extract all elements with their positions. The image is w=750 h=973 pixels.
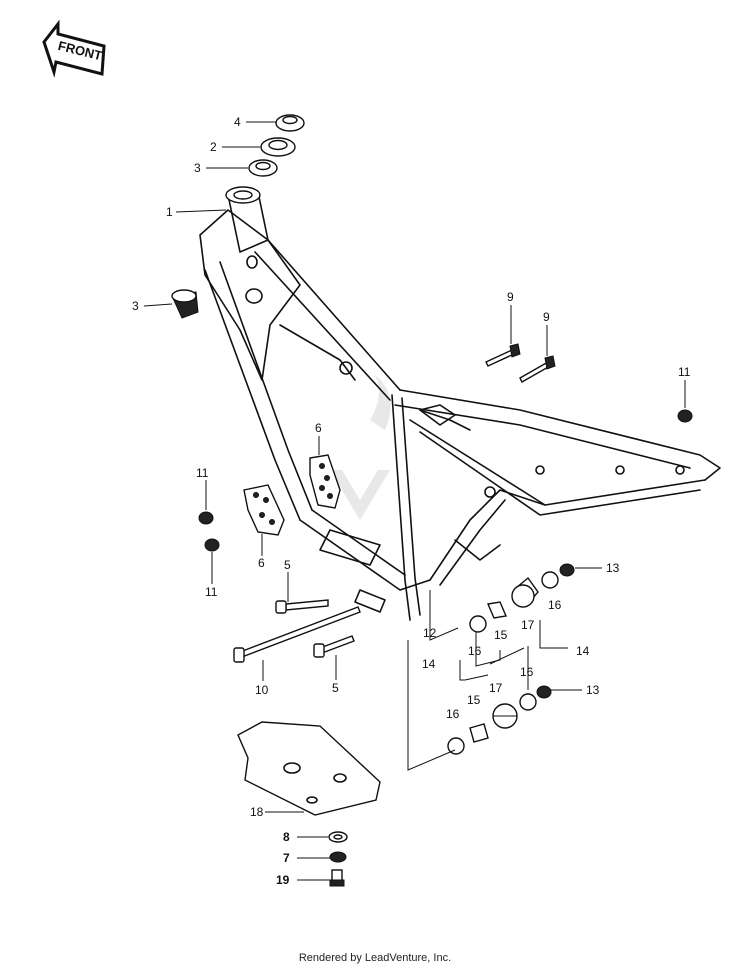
bushing-17-a bbox=[511, 576, 539, 608]
bearing-upper-part bbox=[248, 159, 278, 177]
bolt-5-a bbox=[275, 599, 329, 614]
callout-11-c: 11 bbox=[205, 585, 218, 599]
callout-16-d: 16 bbox=[520, 665, 534, 679]
nut-11-a bbox=[677, 409, 693, 423]
plate-6-a bbox=[309, 454, 341, 509]
callout-6-a: 6 bbox=[315, 421, 322, 435]
front-arrow: FRONT bbox=[42, 19, 106, 78]
callout-16-a: 16 bbox=[548, 598, 562, 612]
callout-labels: 4 2 3 1 3 9 9 11 6 11 6 11 5 13 16 12 16… bbox=[132, 115, 691, 887]
callout-17-b: 17 bbox=[489, 681, 503, 695]
callout-9-b: 9 bbox=[543, 310, 550, 324]
callout-15-a: 15 bbox=[494, 628, 508, 642]
nut-13-b bbox=[536, 685, 552, 699]
callout-6-b: 6 bbox=[258, 556, 265, 570]
callout-2: 2 bbox=[210, 140, 217, 154]
callout-1: 1 bbox=[166, 205, 173, 219]
plate-6-b bbox=[243, 484, 285, 536]
callout-15-b: 15 bbox=[467, 693, 481, 707]
nut-7 bbox=[329, 851, 347, 863]
callout-14-a: 14 bbox=[576, 644, 590, 658]
washer-8 bbox=[328, 831, 348, 843]
nut-13-a bbox=[559, 563, 575, 577]
skid-plate-18 bbox=[237, 721, 381, 816]
bolt-5-b bbox=[313, 635, 355, 658]
callout-17-a: 17 bbox=[521, 618, 535, 632]
collar-16-c bbox=[447, 737, 465, 755]
callout-8: 8 bbox=[283, 830, 290, 844]
callout-19: 19 bbox=[276, 873, 290, 887]
spacer-15-b bbox=[469, 723, 489, 743]
bolt-19 bbox=[329, 869, 345, 887]
nut-11-c bbox=[204, 538, 220, 552]
bolt-9-a bbox=[485, 343, 521, 367]
callout-5-b: 5 bbox=[332, 681, 339, 695]
callout-4: 4 bbox=[234, 115, 241, 129]
callout-5-a: 5 bbox=[284, 558, 291, 572]
long-bolt-10 bbox=[233, 606, 361, 663]
bushing-17-b bbox=[492, 703, 518, 729]
callout-16-b: 16 bbox=[468, 644, 482, 658]
callout-14-b: 14 bbox=[422, 657, 436, 671]
motorcycle-frame bbox=[199, 186, 721, 621]
callout-3-lower: 3 bbox=[132, 299, 139, 313]
collar-16-d bbox=[519, 693, 537, 711]
stem-nut-part bbox=[275, 114, 305, 132]
callout-11-b: 11 bbox=[196, 466, 209, 480]
leader-lines bbox=[143, 121, 686, 881]
collar-16-a bbox=[541, 571, 559, 589]
bearing-race-part bbox=[260, 137, 296, 157]
nut-11-b bbox=[198, 511, 214, 525]
callout-16-c: 16 bbox=[446, 707, 460, 721]
callout-7: 7 bbox=[283, 851, 290, 865]
callout-13-a: 13 bbox=[606, 561, 620, 575]
callout-12: 12 bbox=[423, 626, 437, 640]
callout-18: 18 bbox=[250, 805, 264, 819]
spacer-15-a bbox=[487, 601, 507, 619]
callout-9-a: 9 bbox=[507, 290, 514, 304]
callout-10: 10 bbox=[255, 683, 269, 697]
callout-11-a: 11 bbox=[678, 365, 691, 379]
footer-credit: Rendered by LeadVenture, Inc. bbox=[298, 952, 452, 964]
bolt-9-b bbox=[519, 355, 556, 383]
leadventure-watermark bbox=[330, 375, 391, 520]
callout-3-upper: 3 bbox=[194, 161, 201, 175]
collar-16-b bbox=[469, 615, 487, 633]
bearing-lower-part bbox=[171, 289, 199, 319]
callout-13-b: 13 bbox=[586, 683, 600, 697]
